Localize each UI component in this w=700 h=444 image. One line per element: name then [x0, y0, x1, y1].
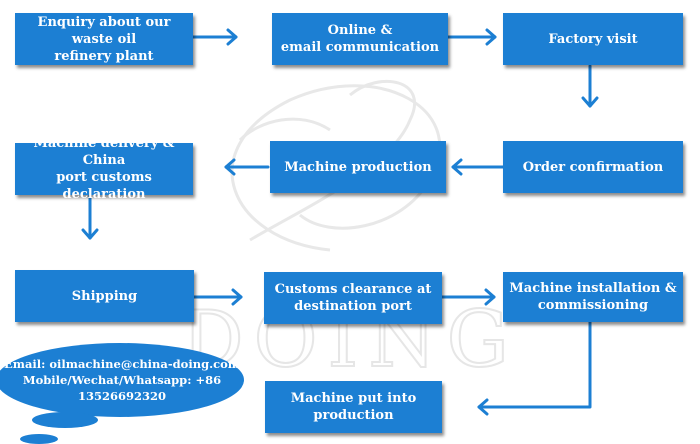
step-machine-production: Machine production [270, 141, 446, 193]
arrowhead-install-putinto [477, 398, 489, 416]
connector-install-putinto [477, 320, 592, 409]
step-enquiry: Enquiry about our waste oil refinery pla… [15, 13, 193, 65]
contact-email: Email: oilmachine@china-doing.com [4, 357, 240, 371]
step-installation-commissioning: Machine installation & commissioning [503, 272, 683, 322]
step-online-communication: Online & email communication [272, 13, 448, 65]
contact-info: Email: oilmachine@china-doing.com Mobile… [0, 343, 244, 417]
contact-mobile-label: Mobile/Wechat/Whatsapp: +86 [22, 373, 222, 387]
step-customs-clearance: Customs clearance at destination port [264, 272, 442, 324]
contact-bubble-tail-small [20, 434, 58, 444]
arrowhead-online-visit [485, 28, 497, 46]
step-order-confirmation: Order confirmation [503, 141, 683, 193]
step-shipping: Shipping [15, 270, 194, 322]
arrowhead-order-production [451, 158, 463, 176]
watermark-logo-stroke [238, 117, 331, 142]
contact-mobile-number: 13526692320 [77, 389, 167, 403]
arrowhead-production-delivery [224, 158, 236, 176]
step-machine-delivery: Machine delivery & China port customs de… [15, 136, 193, 202]
step-factory-visit: Factory visit [503, 13, 683, 65]
arrowhead-delivery-shipping [81, 228, 99, 240]
arrowhead-shipping-customs [231, 288, 243, 306]
step-put-into-production: Machine put into production [265, 381, 442, 433]
arrowhead-enquiry-online [226, 28, 238, 46]
arrowhead-visit-order [581, 96, 599, 108]
arrowhead-customs-install [484, 288, 496, 306]
